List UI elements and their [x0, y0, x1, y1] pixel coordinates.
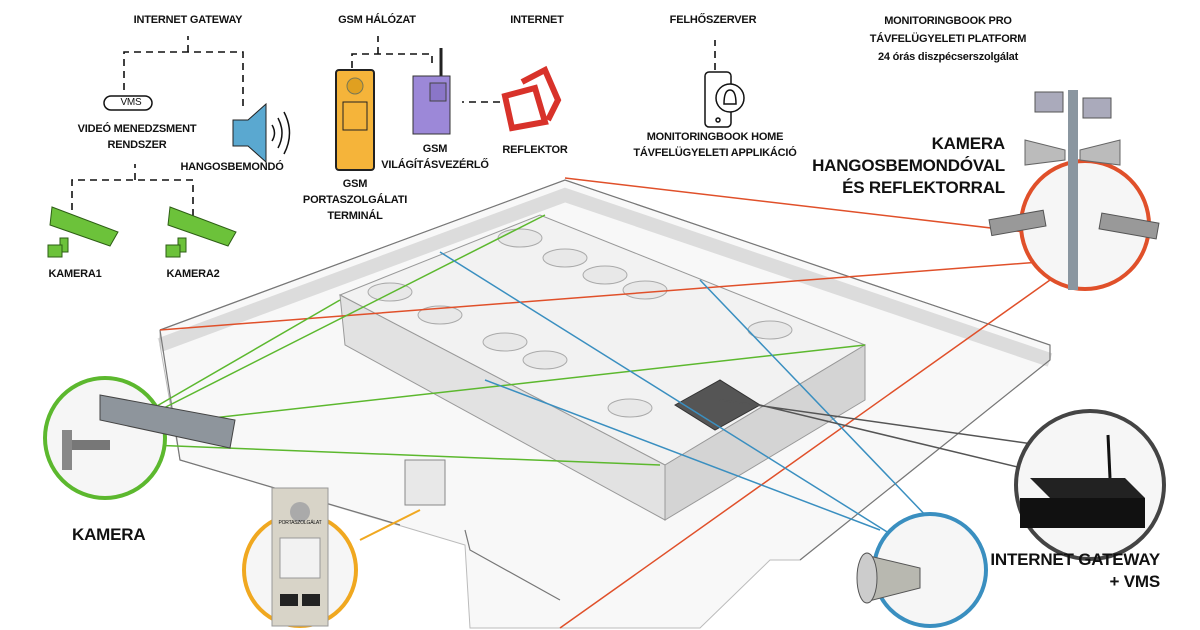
platform-line: MONITORINGBOOK PRO	[884, 15, 1012, 27]
home-app-line: MONITORINGBOOK HOME	[646, 131, 784, 143]
dashed-connectors	[71, 36, 716, 222]
home-app-line: TÁVFELÜGYELETI APPLIKÁCIÓ	[633, 147, 797, 159]
pole-callout-label: KAMERA HANGOSBEMONDÓVAL ÉS REFLEKTORRAL	[812, 133, 1005, 199]
pole-line: HANGOSBEMONDÓVAL	[812, 156, 1005, 175]
camera2-label: KAMERA2	[166, 268, 220, 280]
gateway-line: INTERNET GATEWAY	[990, 550, 1160, 569]
gsm-terminal-line: PORTASZOLGÁLATI	[302, 194, 408, 206]
internet-gateway-label: INTERNET GATEWAY	[133, 14, 243, 26]
cloud-server-label: FELHŐSZERVER	[669, 14, 757, 26]
camera1-label: KAMERA1	[48, 268, 102, 280]
gsm-terminal-line: TERMINÁL	[327, 210, 383, 222]
signal-lines	[149, 177, 1051, 629]
internet-label: INTERNET	[510, 14, 564, 26]
gsm-terminal-line: GSM	[342, 178, 368, 190]
gateway-callout-label: INTERNET GATEWAY + VMS	[990, 549, 1160, 593]
security-camera-icon	[62, 394, 236, 470]
gateway-line: + VMS	[1109, 572, 1161, 591]
home-app-label: MONITORINGBOOK HOME TÁVFELÜGYELETI APPLI…	[633, 129, 796, 161]
platform-label: MONITORINGBOOK PRO TÁVFELÜGYELETI PLATFO…	[870, 12, 1027, 66]
intercom-panel-text: PORTASZOLGÁLAT	[278, 520, 322, 526]
camera1-icon	[47, 206, 119, 258]
speaker-icon	[232, 102, 291, 164]
gsm-terminal-icon	[335, 69, 375, 171]
phone-bell-icon	[704, 71, 745, 128]
gsm-terminal-label: GSM PORTASZOLGÁLATI TERMINÁL	[303, 176, 407, 224]
platform-line: 24 órás diszpécserszolgálat	[877, 51, 1019, 63]
reflector-label: REFLEKTOR	[502, 144, 568, 156]
gsm-light-label: GSM VILÁGÍTÁSVEZÉRLŐ	[381, 141, 489, 173]
light-pole-icon	[988, 90, 1160, 290]
horn-speaker-icon	[856, 552, 921, 604]
camera2-icon	[165, 206, 237, 258]
guard-booth	[404, 459, 446, 506]
vms-badge-text: VMS	[120, 97, 142, 108]
router-icon	[1020, 434, 1145, 528]
speaker-label: HANGOSBEMONDÓ	[180, 161, 284, 173]
gsm-network-label: GSM HÁLÓZAT	[338, 14, 416, 26]
vms-device-icon	[103, 95, 153, 111]
vms-label: VIDEÓ MENEDZSMENT RENDSZER	[78, 121, 197, 153]
gsm-light-line: GSM	[422, 143, 448, 155]
intercom-panel-icon	[271, 487, 329, 627]
vms-line: VIDEÓ MENEDZSMENT	[77, 123, 197, 135]
camera-callout-label: KAMERA	[72, 525, 146, 544]
vms-line: RENDSZER	[107, 139, 167, 151]
pole-line: KAMERA	[931, 134, 1006, 153]
platform-line: TÁVFELÜGYELETI PLATFORM	[869, 33, 1027, 45]
gsm-light-controller-icon	[412, 48, 451, 135]
reflector-icon	[501, 65, 562, 132]
pole-line: ÉS REFLEKTORRAL	[842, 178, 1005, 197]
gsm-light-line: VILÁGÍTÁSVEZÉRLŐ	[381, 159, 489, 171]
